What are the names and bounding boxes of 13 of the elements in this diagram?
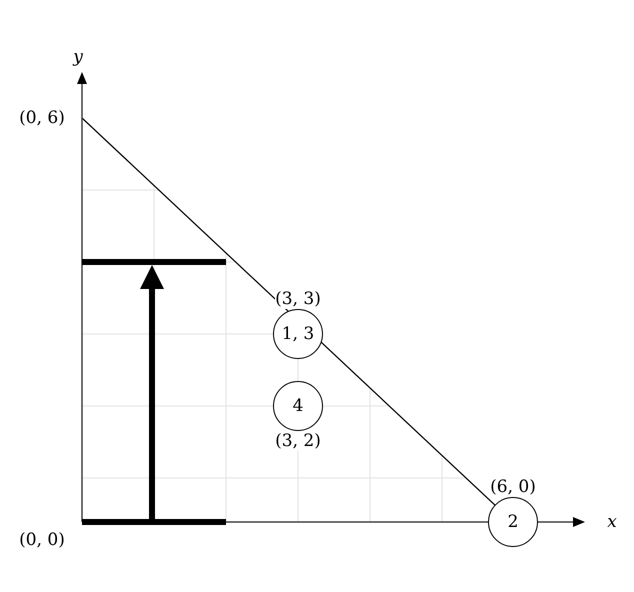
bar — [82, 259, 226, 265]
circle-node: 1, 3 — [273, 309, 323, 359]
arrow — [140, 265, 164, 519]
bar — [82, 519, 226, 525]
coordinate-label: (0, 6) — [19, 108, 65, 128]
coordinate-label: (3, 3) — [275, 289, 321, 309]
coordinate-label: (3, 2) — [275, 431, 321, 451]
circle-node: 4 — [273, 381, 323, 431]
coordinate-label: (0, 0) — [19, 530, 65, 550]
coordinate-label: (6, 0) — [490, 477, 536, 497]
axis-label: y — [73, 47, 83, 67]
axis-label: x — [607, 512, 617, 532]
circle-node: 2 — [488, 497, 538, 547]
